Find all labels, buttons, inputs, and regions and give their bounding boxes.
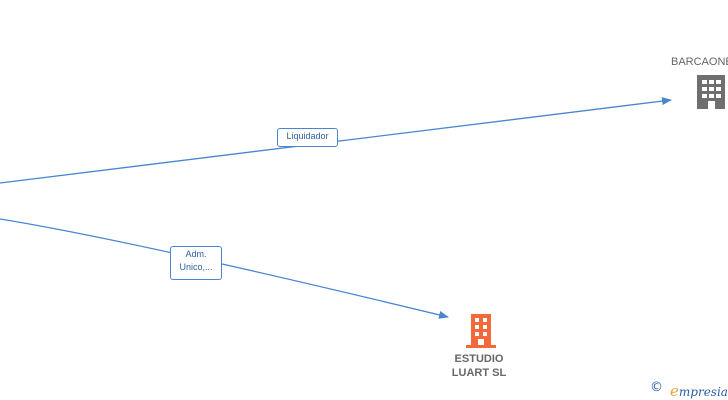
edge-label-liquidador[interactable]: Liquidador (277, 128, 338, 147)
copyright-icon: © (650, 380, 663, 395)
building-icon (697, 75, 725, 109)
building-icon (466, 314, 496, 348)
empresia-logo[interactable]: empresia (670, 382, 728, 400)
edge-adm-line (0, 218, 449, 319)
brand-name: mpresia (678, 385, 728, 399)
company-label-estudio-luart: ESTUDIO LUART SL (451, 353, 507, 379)
brand-initial: e (670, 382, 679, 400)
edge-label-adm-unico[interactable]: Adm. Unico,... (170, 246, 222, 280)
company-label-barcaone: BARCAONE (671, 56, 728, 68)
